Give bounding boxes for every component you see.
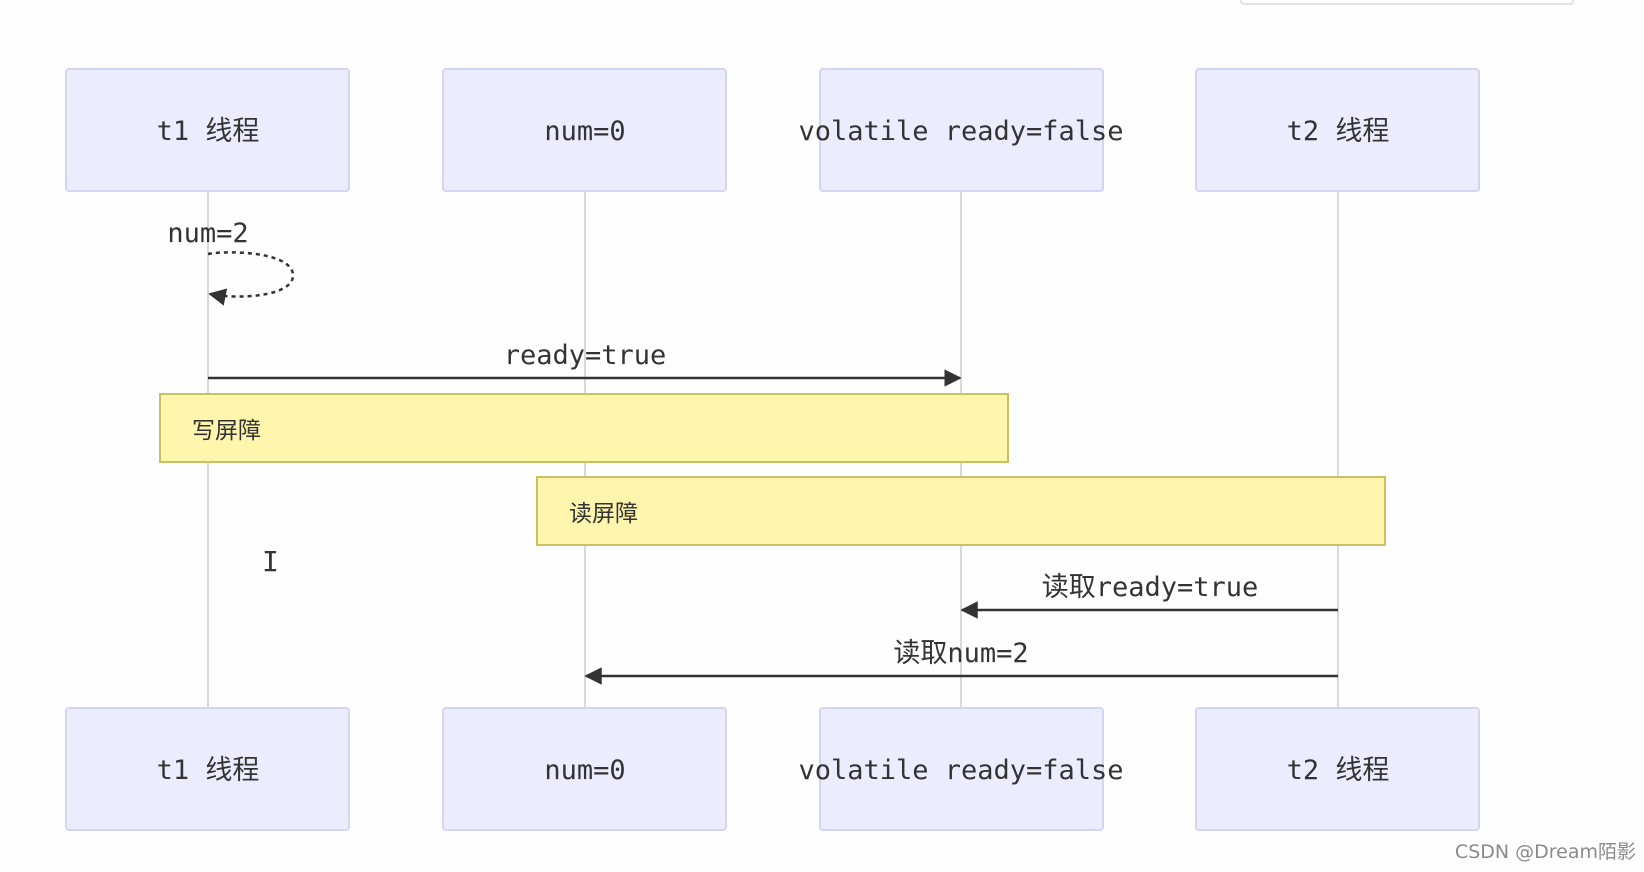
actor-bottom-ready-box <box>819 707 1104 831</box>
message-read-ready: 读取ready=true <box>960 572 1338 619</box>
actor-bottom-ready-label: volatile ready=false <box>798 755 1123 786</box>
actor-top-ready: volatile ready=false <box>798 68 1124 192</box>
top-toolbar-edge <box>1240 0 1574 5</box>
message-self-num: num=2 <box>167 218 295 306</box>
actor-bottom-t2: t2 线程 <box>1195 707 1480 831</box>
actor-bottom-t2-label: t2 线程 <box>1287 755 1390 786</box>
message-read-ready-label: 读取ready=true <box>1042 572 1259 603</box>
actor-bottom-t1-label: t1 线程 <box>157 755 260 786</box>
message-read-num-label: 读取num=2 <box>893 638 1028 669</box>
note-write-barrier-box <box>159 393 1009 463</box>
actor-top-t1-label: t1 线程 <box>157 116 260 147</box>
actor-bottom-t2-box <box>1195 707 1480 831</box>
actor-top-ready-label: volatile ready=false <box>798 116 1123 147</box>
note-write-barrier: 写屏障 <box>159 393 1009 463</box>
note-write-barrier-label: 写屏障 <box>192 418 261 444</box>
message-ready-true-label: ready=true <box>504 340 667 371</box>
message-ready-true: ready=true <box>208 340 962 387</box>
actor-bottom-num-label: num=0 <box>544 755 625 786</box>
actor-bottom-num-box <box>442 707 727 831</box>
actor-top-t2: t2 线程 <box>1195 68 1480 192</box>
message-self-num-label: num=2 <box>167 218 248 249</box>
actor-top-num-label: num=0 <box>544 116 625 147</box>
message-read-num: 读取num=2 <box>584 638 1338 685</box>
actor-top-num: num=0 <box>442 68 727 192</box>
actor-top-num-box <box>442 68 727 192</box>
actor-top-t1: t1 线程 <box>65 68 350 192</box>
actor-top-t1-box <box>65 68 350 192</box>
actor-bottom-ready: volatile ready=false <box>798 707 1124 831</box>
watermark: CSDN @Dream陌影 <box>1454 841 1636 863</box>
message-self-num-loop <box>207 251 295 306</box>
note-read-barrier-box <box>536 476 1386 546</box>
actor-bottom-t1: t1 线程 <box>65 707 350 831</box>
actor-bottom-t1-box <box>65 707 350 831</box>
actor-top-ready-box <box>819 68 1104 192</box>
actor-top-t2-label: t2 线程 <box>1287 116 1390 147</box>
actor-bottom-num: num=0 <box>442 707 727 831</box>
note-read-barrier: 读屏障 <box>536 476 1386 546</box>
actor-top-t2-box <box>1195 68 1480 192</box>
note-read-barrier-label: 读屏障 <box>569 501 638 527</box>
text-cursor-icon: I <box>262 545 279 578</box>
